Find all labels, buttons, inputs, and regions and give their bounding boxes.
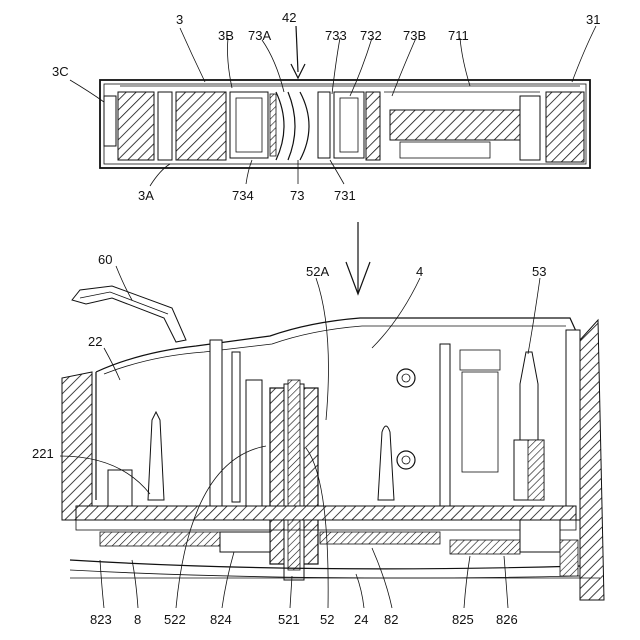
label-73a: 73A	[248, 28, 271, 43]
label-82: 82	[384, 612, 398, 627]
label-3: 3	[176, 12, 183, 27]
label-734: 734	[232, 188, 254, 203]
label-8: 8	[134, 612, 141, 627]
label-24: 24	[354, 612, 368, 627]
label-825: 825	[452, 612, 474, 627]
label-3b: 3B	[218, 28, 234, 43]
label-52: 52	[320, 612, 334, 627]
label-42: 42	[282, 10, 296, 25]
label-221: 221	[32, 446, 54, 461]
label-3c: 3C	[52, 64, 69, 79]
label-732: 732	[360, 28, 382, 43]
label-522: 522	[164, 612, 186, 627]
down-arrow	[346, 222, 370, 294]
label-52a: 52A	[306, 264, 329, 279]
label-31: 31	[586, 12, 600, 27]
label-53: 53	[532, 264, 546, 279]
label-60: 60	[98, 252, 112, 267]
label-73: 73	[290, 188, 304, 203]
label-731: 731	[334, 188, 356, 203]
label-521: 521	[278, 612, 300, 627]
label-73b: 73B	[403, 28, 426, 43]
label-823: 823	[90, 612, 112, 627]
label-824: 824	[210, 612, 232, 627]
label-733: 733	[325, 28, 347, 43]
top-cartridge-section	[100, 80, 590, 168]
label-22: 22	[88, 334, 102, 349]
label-711: 711	[448, 28, 469, 43]
bottom-device-section	[62, 286, 604, 600]
label-3a: 3A	[138, 188, 154, 203]
label-826: 826	[496, 612, 518, 627]
label-4: 4	[416, 264, 423, 279]
